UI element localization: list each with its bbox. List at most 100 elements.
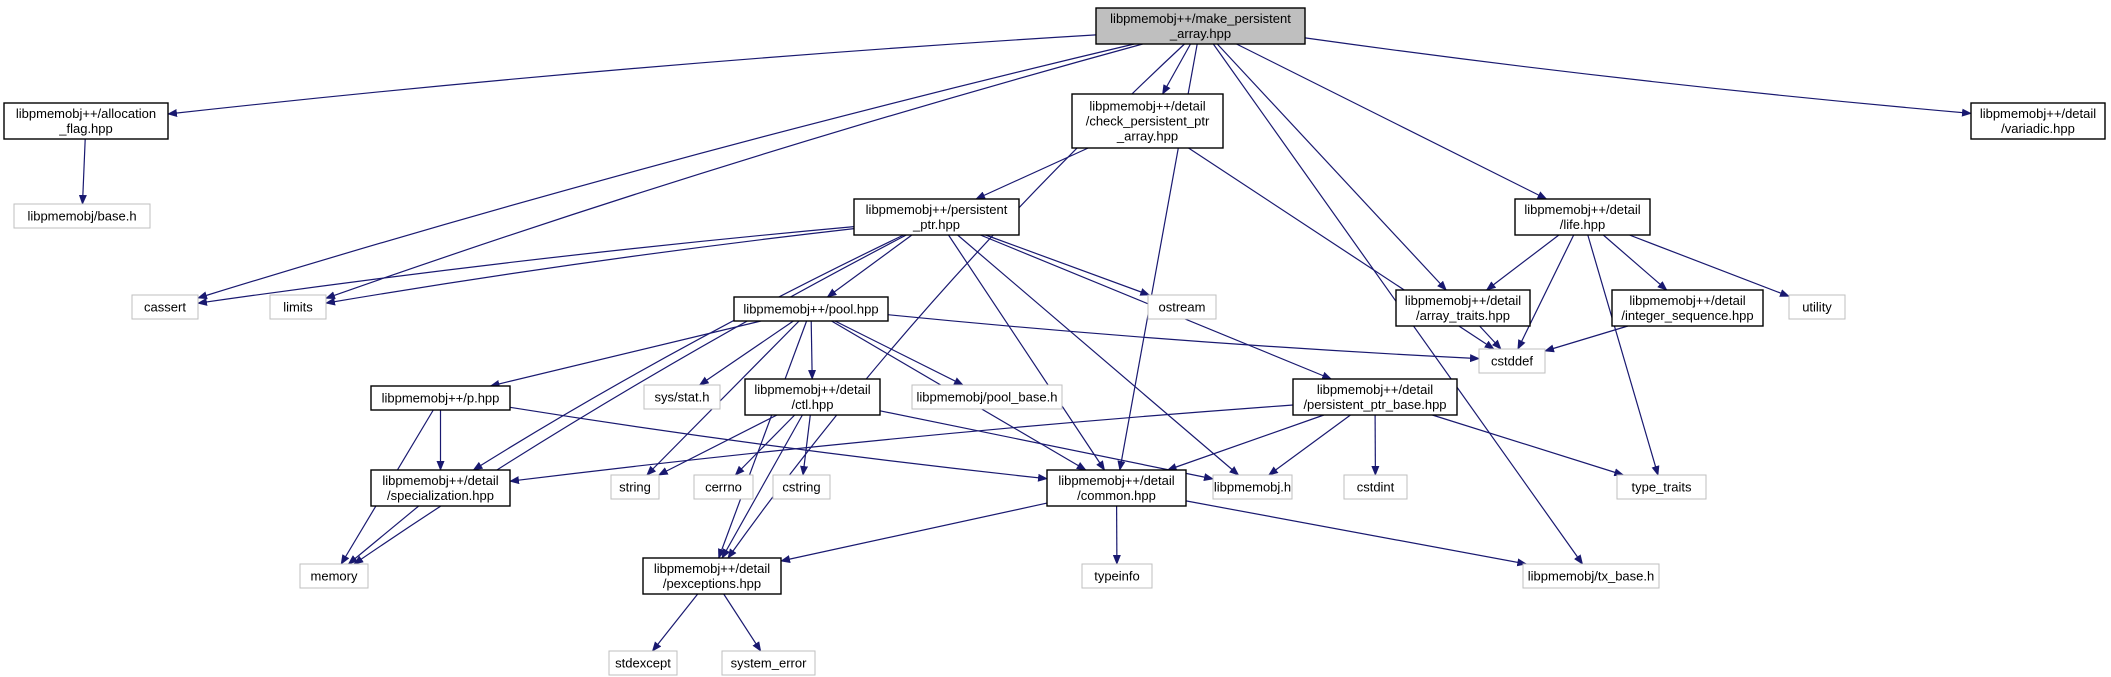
node-p-hpp[interactable]: libpmemobj++/p.hpp (370, 385, 511, 411)
edge-ptr_base-to-specialization (509, 404, 1294, 485)
node-cstring: cstring (772, 474, 831, 500)
node-label: /variadic.hpp (2001, 121, 2075, 136)
node-box (1970, 102, 2106, 140)
node-label: cstddef (1491, 354, 1533, 369)
node-box (269, 294, 327, 320)
node-check-ptr[interactable]: libpmemobj++/detail/check_persistent_ptr… (1071, 93, 1224, 149)
node-box (370, 469, 511, 507)
node-pexceptions[interactable]: libpmemobj++/detail/pexceptions.hpp (642, 557, 782, 595)
edge-allocation_flag-to-base_h (78, 138, 87, 205)
node-utility: utility (1788, 294, 1846, 320)
node-tx-base: libpmemobj/tx_base.h (1522, 563, 1660, 589)
node-label: /array_traits.hpp (1416, 308, 1510, 323)
node-box (1147, 294, 1217, 320)
node-label: type_traits (1632, 480, 1692, 495)
node-box (1212, 474, 1293, 500)
edge-p_hpp-to-common (509, 406, 1048, 482)
node-box (1071, 93, 1224, 149)
edge-pexceptions-to-stdexcept (651, 593, 699, 652)
node-pool[interactable]: libpmemobj++/pool.hpp (733, 296, 889, 322)
node-label: _ptr.hpp (912, 217, 960, 232)
node-integer-sequence[interactable]: libpmemobj++/detail/integer_sequence.hpp (1611, 289, 1764, 327)
node-box (693, 474, 754, 500)
node-memory: memory (299, 563, 369, 589)
node-specialization[interactable]: libpmemobj++/detail/specialization.hpp (370, 469, 511, 507)
edge-pool-to-pexceptions (718, 320, 808, 559)
node-label: cstdint (1357, 480, 1395, 495)
edge-pool-to-sys_stat (698, 320, 794, 386)
edge-persistent_ptr-to-cassert (197, 226, 855, 306)
node-label: libpmemobj/tx_base.h (1528, 569, 1654, 584)
node-type-traits: type_traits (1616, 474, 1707, 500)
node-box (1395, 289, 1531, 327)
node-typeinfo: typeinfo (1081, 563, 1153, 589)
edge-ctl-to-libpmemobj_h (879, 410, 1214, 482)
node-label: libpmemobj++/make_persistent (1110, 11, 1291, 26)
edge-pool-to-cstddef (887, 314, 1480, 363)
node-variadic[interactable]: libpmemobj++/detail/variadic.hpp (1970, 102, 2106, 140)
node-box (911, 384, 1063, 410)
edge-ctl-to-pexceptions (721, 414, 803, 559)
edge-integer_sequence-to-cstddef (1544, 325, 1629, 353)
node-label: stdexcept (615, 656, 671, 671)
node-label: libpmemobj++/detail (382, 473, 498, 488)
node-box (1514, 198, 1651, 236)
node-label: string (619, 480, 651, 495)
node-limits: limits (269, 294, 327, 320)
node-cstddef: cstddef (1478, 348, 1546, 374)
node-box (721, 650, 816, 676)
node-label: cassert (144, 300, 186, 315)
node-life[interactable]: libpmemobj++/detail/life.hpp (1514, 198, 1651, 236)
node-box (744, 378, 881, 416)
node-box (853, 198, 1020, 236)
node-label: libpmemobj++/detail (1524, 202, 1640, 217)
node-label: /ctl.hpp (792, 397, 834, 412)
edge-ptr_base-to-common (1166, 414, 1325, 471)
node-common[interactable]: libpmemobj++/detail/common.hpp (1046, 469, 1187, 507)
edge-persistent_ptr-to-common (948, 234, 1106, 471)
node-box (772, 474, 831, 500)
node-root[interactable]: libpmemobj++/make_persistent_array.hpp (1095, 7, 1306, 45)
node-box (1478, 348, 1546, 374)
edge-root-to-life (1236, 43, 1548, 200)
node-box (1616, 474, 1707, 500)
edge-ctl-to-string (657, 414, 778, 476)
node-allocation-flag[interactable]: libpmemobj++/allocation_flag.hpp (3, 102, 169, 140)
node-label: ostream (1159, 300, 1206, 315)
edge-persistent_ptr-to-pool (826, 234, 913, 298)
edge-array_traits-to-cstddef (1479, 325, 1502, 350)
edge-specialization-to-memory (347, 505, 420, 565)
edge-persistent_ptr-to-memory (353, 234, 907, 565)
node-label: libpmemobj++/detail (754, 382, 870, 397)
node-label: libpmemobj++/detail (1629, 293, 1745, 308)
node-label: /specialization.hpp (387, 488, 494, 503)
node-box (1522, 563, 1660, 589)
node-label: libpmemobj++/detail (1980, 106, 2096, 121)
node-ctl[interactable]: libpmemobj++/detail/ctl.hpp (744, 378, 881, 416)
edge-ctl-to-cstring (800, 414, 811, 476)
node-string: string (610, 474, 660, 500)
node-label: libpmemobj++/detail (654, 561, 770, 576)
node-label: /life.hpp (1560, 217, 1606, 232)
node-label: libpmemobj.h (1214, 480, 1291, 495)
node-box (1292, 378, 1458, 416)
edge-life-to-utility (1629, 234, 1790, 297)
node-persistent-ptr[interactable]: libpmemobj++/persistent_ptr.hpp (853, 198, 1020, 236)
node-label: libpmemobj++/detail (1089, 99, 1205, 114)
node-label: sys/stat.h (655, 390, 710, 405)
edge-common-to-tx_base (1185, 500, 1528, 567)
node-label: _flag.hpp (58, 121, 113, 136)
node-base-h: libpmemobj/base.h (13, 203, 151, 229)
node-ptr-base[interactable]: libpmemobj++/detail/persistent_ptr_base.… (1292, 378, 1458, 416)
node-box (1788, 294, 1846, 320)
node-label: libpmemobj++/persistent (866, 202, 1008, 217)
node-box (1343, 474, 1408, 500)
node-cassert: cassert (131, 294, 199, 320)
node-label: memory (311, 569, 358, 584)
edge-pexceptions-to-system_error (723, 593, 762, 652)
node-label: libpmemobj/base.h (27, 209, 136, 224)
edge-pool-to-pool_base (834, 320, 964, 386)
node-array-traits[interactable]: libpmemobj++/detail/array_traits.hpp (1395, 289, 1531, 327)
node-cerrno: cerrno (693, 474, 754, 500)
edge-root-to-array_traits (1216, 43, 1447, 291)
